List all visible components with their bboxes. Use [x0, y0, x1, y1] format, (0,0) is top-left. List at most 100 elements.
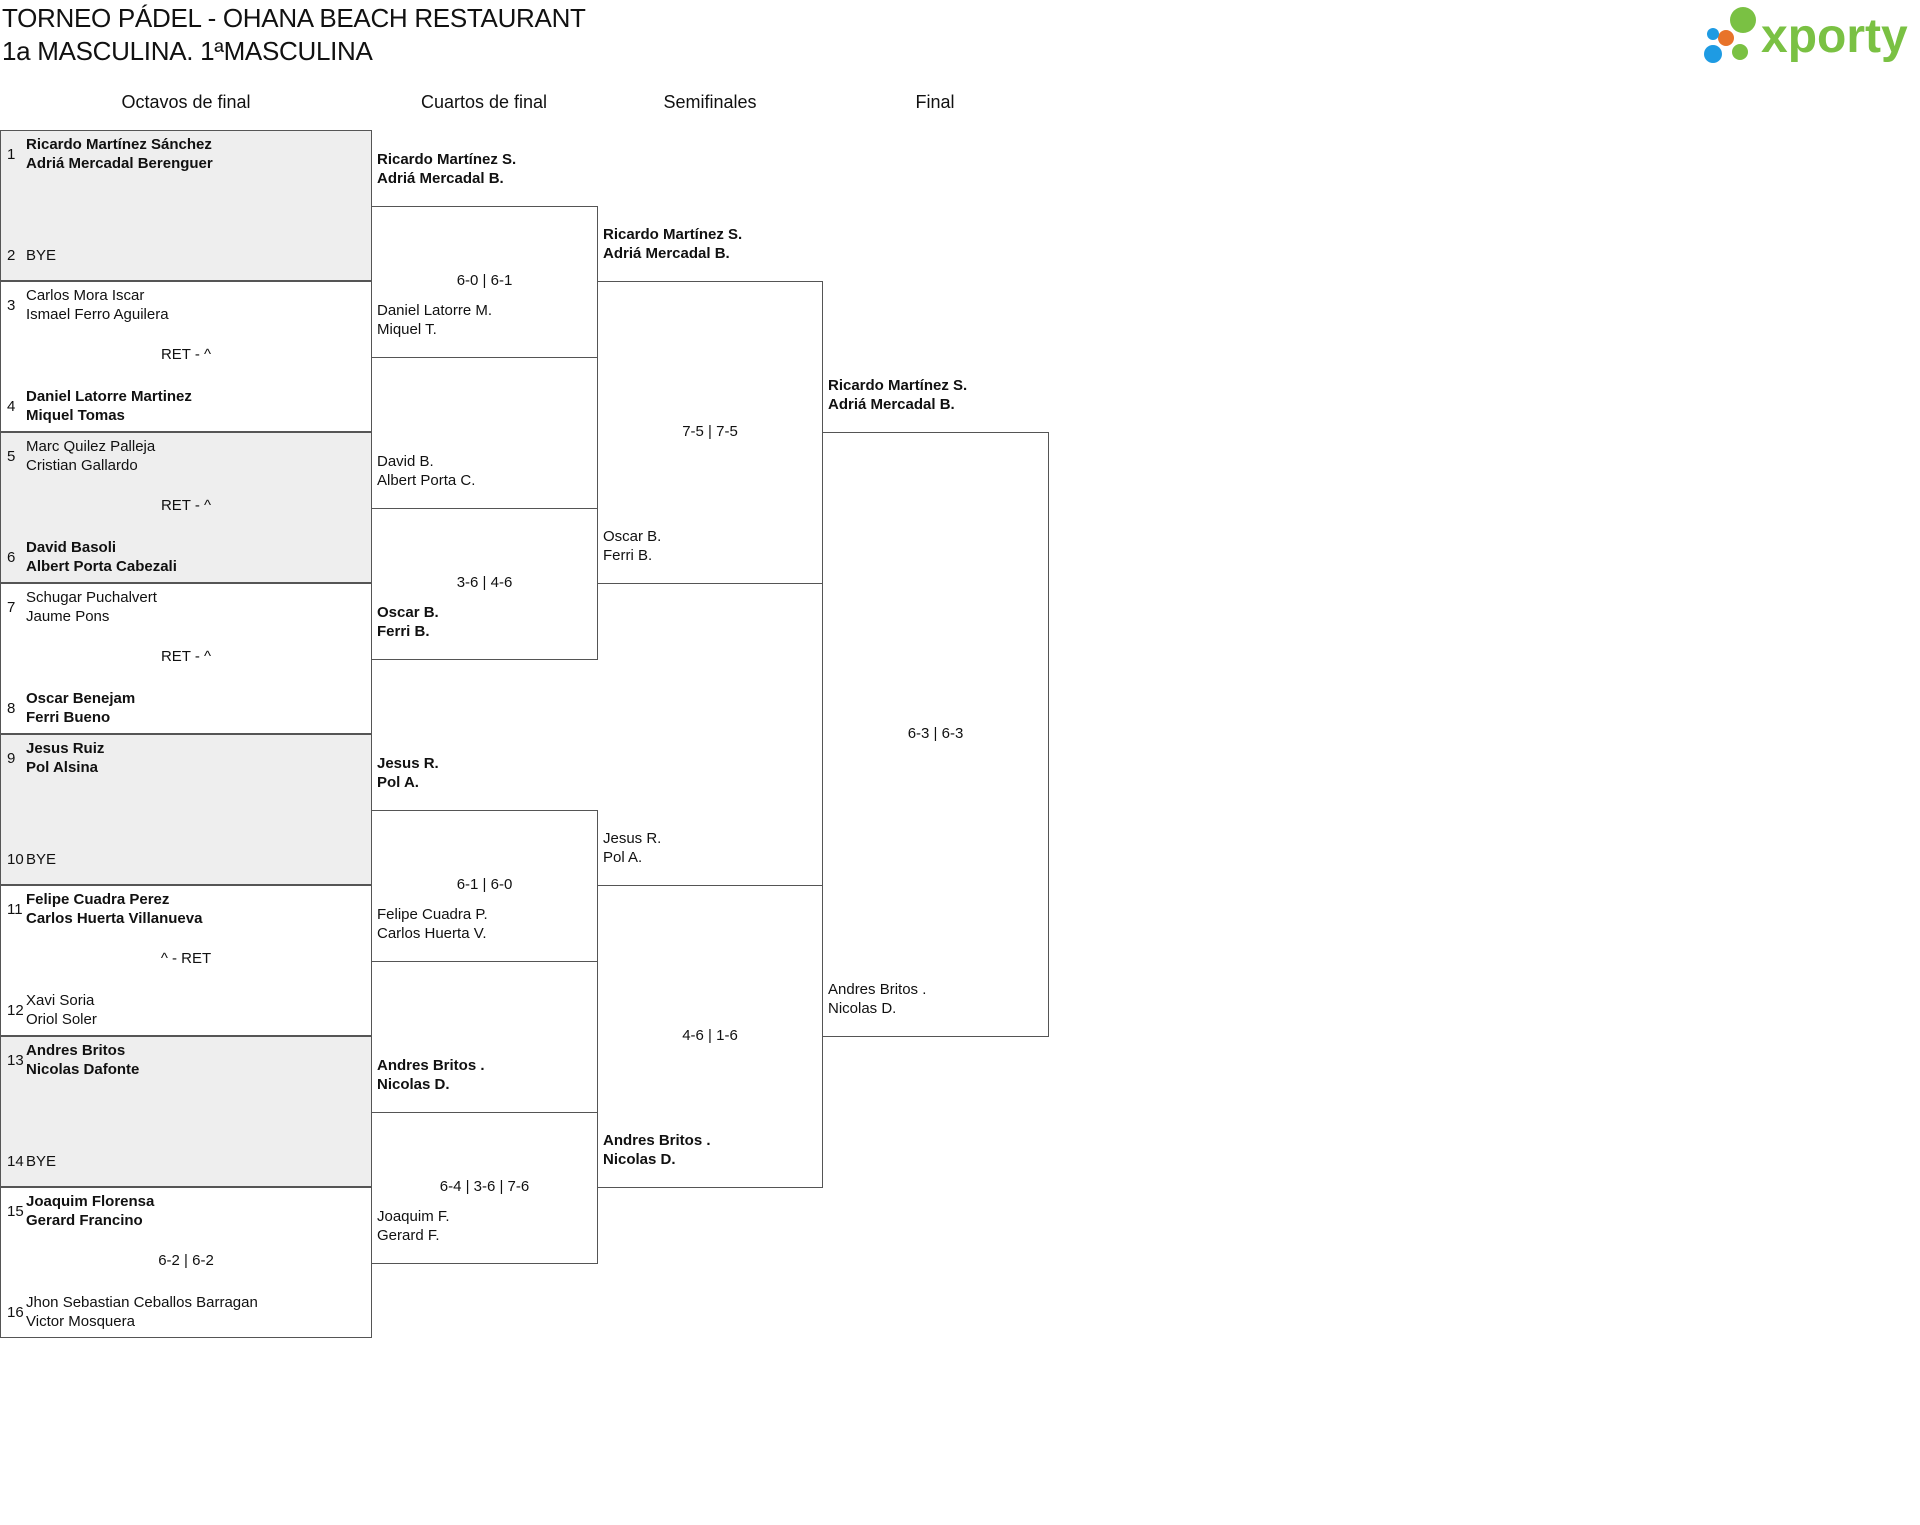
- match-score: RET - ^: [160, 497, 212, 514]
- semis-top-team-player1: Ricardo Martínez S.: [603, 226, 743, 243]
- team-player1: BYE: [26, 1153, 57, 1170]
- team-player2: Nicolas Dafonte: [26, 1061, 140, 1078]
- cuartos-bottom-team-player2: Ferri B.: [377, 622, 430, 640]
- bye-entry: BYE: [26, 850, 56, 869]
- seed-number: 5: [7, 448, 16, 465]
- semis-top-team-player2: Adriá Mercadal B.: [603, 245, 730, 262]
- cuartos-top-team: Ricardo Martínez S.Adriá Mercadal B.: [377, 150, 516, 188]
- seed-number: 12: [7, 1002, 24, 1019]
- final-top-team: Ricardo Martínez S.Adriá Mercadal B.: [828, 376, 967, 414]
- cuartos-bottom-team-player2: Miquel T.: [377, 320, 437, 338]
- team-player1: Jhon Sebastian Ceballos Barragan: [26, 1294, 258, 1311]
- seed-number: 6: [7, 549, 16, 566]
- match-score: 4-6 | 1-6: [682, 1027, 738, 1044]
- seed-number: 2: [7, 247, 16, 264]
- team-player1: Oscar Benejam: [26, 690, 136, 707]
- match-score: 3-6 | 4-6: [456, 574, 513, 591]
- semis-bottom-team: Andres Britos .Nicolas D.: [603, 1131, 711, 1169]
- logo-dot-orange: [1718, 30, 1734, 46]
- team-player1: Joaquim Florensa: [26, 1193, 155, 1210]
- semis-bottom-team-player2: Nicolas D.: [603, 1151, 676, 1168]
- seed-number: 1: [7, 146, 16, 163]
- seed-number: 13: [7, 1052, 24, 1069]
- final-match: 6-3 | 6-3: [822, 432, 1049, 1037]
- semis-top-team-player2: Pol A.: [603, 849, 643, 866]
- team-player2: Pol Alsina: [26, 759, 98, 776]
- cuartos-top-team-player1: Ricardo Martínez S.: [377, 150, 517, 168]
- logo-dot-blue-small: [1707, 28, 1719, 40]
- team-player2: Jaume Pons: [26, 608, 110, 625]
- bye-entry: BYE: [26, 246, 56, 265]
- cuartos-bottom-team: Joaquim F.Gerard F.: [377, 1207, 450, 1245]
- final-top-team-player1: Ricardo Martínez S.: [828, 377, 968, 394]
- match-score: ^ - RET: [160, 950, 212, 967]
- team-player1: Marc Quilez Palleja: [26, 438, 156, 455]
- team-player2: Miquel Tomas: [26, 407, 125, 424]
- logo-dot-green-small: [1732, 44, 1748, 60]
- team-player1: Andres Britos: [26, 1042, 126, 1059]
- logo-dot-green-large: [1730, 7, 1756, 33]
- semis-bottom-team: Oscar B.Ferri B.: [603, 527, 661, 565]
- match-score: RET - ^: [160, 648, 212, 665]
- team-player2: Ismael Ferro Aguilera: [26, 306, 169, 323]
- seed-number: 7: [7, 599, 16, 616]
- team-player2: Carlos Huerta Villanueva: [26, 910, 203, 927]
- cuartos-bottom-team-player1: Daniel Latorre M.: [377, 301, 493, 319]
- match-score: 6-2 | 6-2: [158, 1252, 214, 1269]
- seed-number: 14: [7, 1153, 24, 1170]
- team-player1: Jesus Ruiz: [26, 740, 105, 757]
- seed-number: 10: [7, 851, 24, 868]
- team-player2: Victor Mosquera: [26, 1313, 135, 1330]
- team-player2: Adriá Mercadal Berenguer: [26, 155, 213, 172]
- cuartos-bottom-team: Daniel Latorre M.Miquel T.: [377, 301, 492, 339]
- cuartos-top-team: Jesus R.Pol A.: [377, 754, 439, 792]
- team-player2: Albert Porta Cabezali: [26, 558, 177, 575]
- team-player1: BYE: [26, 247, 57, 264]
- logo-text: xporty: [1761, 10, 1908, 63]
- seed-number: 3: [7, 297, 16, 314]
- team-player1: Ricardo Martínez Sánchez: [26, 136, 212, 153]
- bye-entry: BYE: [26, 1152, 56, 1171]
- match-score: 7-5 | 7-5: [682, 423, 738, 440]
- cuartos-top-team-player1: David B.: [377, 452, 434, 470]
- cuartos-top-team-player1: Jesus R.: [377, 754, 439, 772]
- xporty-logo: xporty: [1704, 7, 1908, 63]
- cuartos-top-team-player1: Andres Britos .: [377, 1056, 485, 1074]
- cuartos-bottom-team-player1: Oscar B.: [377, 603, 439, 621]
- seed-number: 11: [7, 901, 23, 918]
- semis-top-team: Jesus R. Pol A.: [603, 829, 661, 867]
- tournament-title: TORNEO PÁDEL - OHANA BEACH RESTAURANT: [2, 3, 586, 33]
- semis-bottom-team-player1: Oscar B.: [603, 528, 662, 545]
- team-player1: Carlos Mora Iscar: [26, 287, 145, 304]
- cuartos-bottom-team-player1: Felipe Cuadra P.: [377, 905, 488, 923]
- team-player1: Schugar Puchalvert: [26, 589, 157, 606]
- cuartos-top-team: Andres Britos .Nicolas D.: [377, 1056, 485, 1094]
- cuartos-bottom-team-player1: Joaquim F.: [377, 1207, 450, 1225]
- team-player2: Ferri Bueno: [26, 709, 111, 726]
- cuartos-bottom-team: Oscar B.Ferri B.: [377, 603, 439, 641]
- cuartos-top-team-player2: Pol A.: [377, 773, 419, 791]
- cuartos-top-team-player2: Adriá Mercadal B.: [377, 169, 504, 187]
- final-bottom-team-player1: Andres Britos .: [828, 981, 927, 998]
- cuartos-bottom-team: Felipe Cuadra P.Carlos Huerta V.: [377, 905, 488, 943]
- team-player1: Daniel Latorre Martinez: [26, 388, 192, 405]
- team-player1: BYE: [26, 851, 57, 868]
- team-player1: Felipe Cuadra Perez: [26, 891, 170, 908]
- match-score: 6-4 | 3-6 | 7-6: [439, 1178, 530, 1195]
- match-score: RET - ^: [160, 346, 212, 363]
- semis-top-team-player1: Jesus R.: [603, 830, 662, 847]
- team-player1: David Basoli: [26, 539, 117, 556]
- cuartos-bottom-team-player2: Gerard F.: [377, 1226, 440, 1244]
